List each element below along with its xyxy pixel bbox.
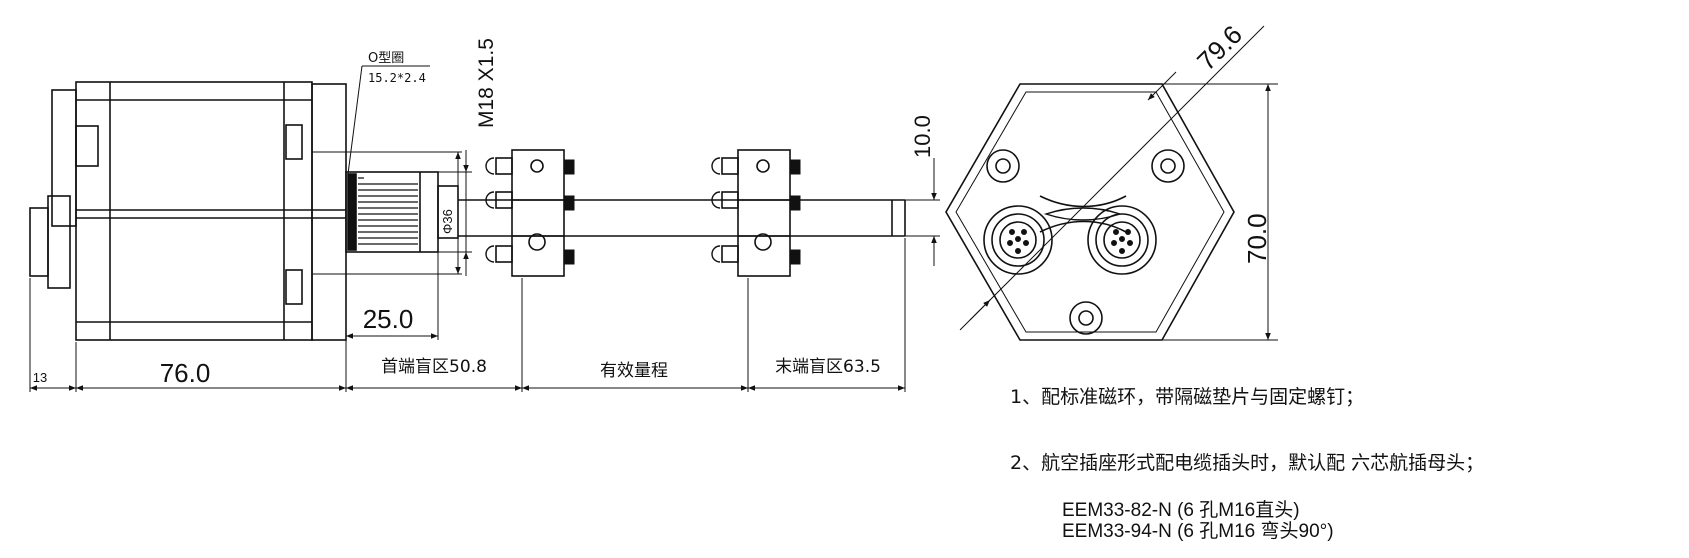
dim-dia36: Φ36: [440, 209, 455, 234]
side-dimension-lines: [29, 65, 940, 392]
mount-hole-bottom: [1069, 301, 1103, 335]
housing-rear-cap: [51, 89, 77, 227]
model-elbow: EEM33-94-N (6 孔M16 弯头90°): [1062, 521, 1334, 542]
dim-13: 13: [33, 370, 47, 385]
dim-across-corners: 79.6: [1191, 19, 1248, 76]
magnet-ring-rear: [711, 149, 801, 277]
oring-label: O型圈: [368, 51, 404, 66]
aviation-connector-left: [983, 205, 1053, 275]
dim-effective-range: 有效量程: [600, 361, 668, 381]
dim-across-flats: 70.0: [1242, 213, 1272, 264]
dim-76: 76.0: [160, 358, 211, 388]
end-view: [945, 83, 1235, 341]
rear-connector-flange: [47, 195, 71, 289]
oring-size: 15.2*2.4: [368, 71, 426, 85]
model-straight: EEM33-82-N (6 孔M16直头): [1062, 500, 1300, 521]
dim-25: 25.0: [363, 304, 414, 334]
dim-tail-zone: 末端盲区63.5: [775, 357, 881, 377]
end-dimension-lines: [959, 25, 1278, 341]
aviation-connector-right: [1087, 205, 1157, 275]
dim-head-zone: 首端盲区50.8: [381, 357, 487, 377]
rear-connector: [29, 207, 49, 277]
dim-rod-dia: 10.0: [910, 115, 935, 158]
mounting-flange: [311, 83, 347, 341]
dim-thread: M18 X1.5: [475, 38, 498, 128]
hex-housing: [945, 83, 1235, 341]
mount-hole-right: [1151, 149, 1185, 183]
housing-body: [75, 81, 313, 341]
note-2: 2、航空插座形式配电缆插头时，默认配 六芯航插母头；: [1010, 452, 1485, 474]
magnet-ring-front: [485, 149, 575, 277]
mount-hole-left: [986, 149, 1020, 183]
side-view: [29, 81, 906, 341]
note-1: 1、配标准磁环，带隔磁垫片与固定螺钉；: [1010, 386, 1365, 408]
housing-latch: [75, 125, 99, 167]
